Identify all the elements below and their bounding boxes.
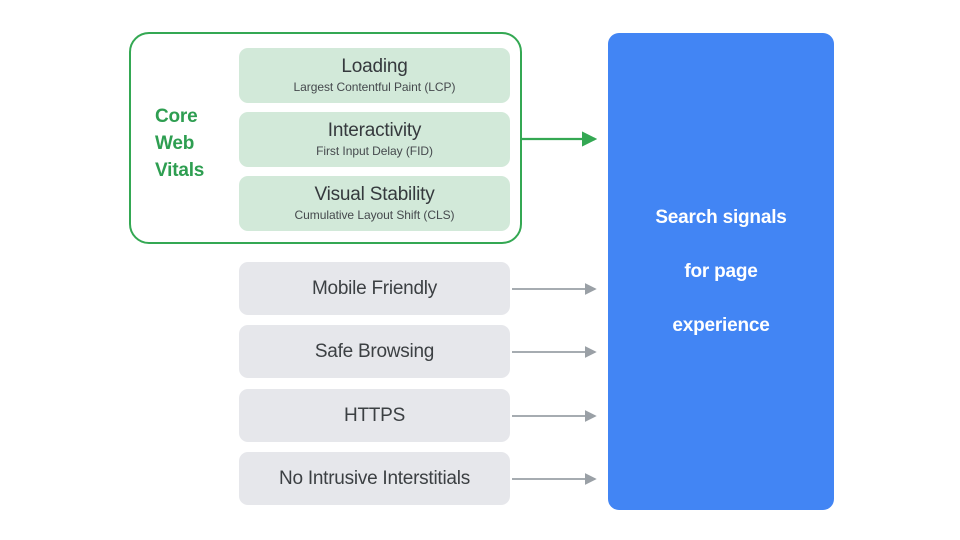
signal-box-label: HTTPS: [343, 404, 406, 426]
signal-box-no-intrusive-interstitials[interactable]: No Intrusive Interstitials: [239, 452, 510, 505]
core-web-vitals-label-line-2: Web: [155, 133, 195, 154]
signal-box-label: Mobile Friendly: [311, 277, 438, 299]
vital-card-interactivity[interactable]: Interactivity First Input Delay (FID): [239, 112, 510, 167]
signal-box-mobile-friendly[interactable]: Mobile Friendly: [239, 262, 510, 315]
destination-label-line-1: Search signals: [655, 207, 787, 228]
vital-card-title: Loading: [341, 56, 408, 77]
vital-card-title: Visual Stability: [314, 184, 435, 205]
destination-label-line-2: for page: [684, 261, 758, 282]
core-web-vitals-group-label: Core Web Vitals: [155, 103, 233, 184]
vital-card-subtitle: First Input Delay (FID): [316, 144, 433, 158]
vital-card-visual-stability[interactable]: Visual Stability Cumulative Layout Shift…: [239, 176, 510, 231]
vital-card-title: Interactivity: [327, 120, 422, 141]
destination-label-line-3: experience: [672, 315, 770, 336]
vital-card-subtitle: Largest Contentful Paint (LCP): [293, 80, 456, 94]
destination-label: Search signals for page experience: [655, 177, 787, 366]
signal-box-label: No Intrusive Interstitials: [279, 467, 470, 489]
signal-box-https[interactable]: HTTPS: [239, 389, 510, 442]
core-web-vitals-label-line-3: Vitals: [155, 160, 205, 181]
vital-card-loading[interactable]: Loading Largest Contentful Paint (LCP): [239, 48, 510, 103]
vital-card-subtitle: Cumulative Layout Shift (CLS): [294, 208, 455, 222]
core-web-vitals-label-line-1: Core: [155, 106, 198, 127]
signal-box-safe-browsing[interactable]: Safe Browsing: [239, 325, 510, 378]
signal-box-label: Safe Browsing: [314, 340, 435, 362]
search-signals-destination-box[interactable]: Search signals for page experience: [608, 33, 834, 510]
